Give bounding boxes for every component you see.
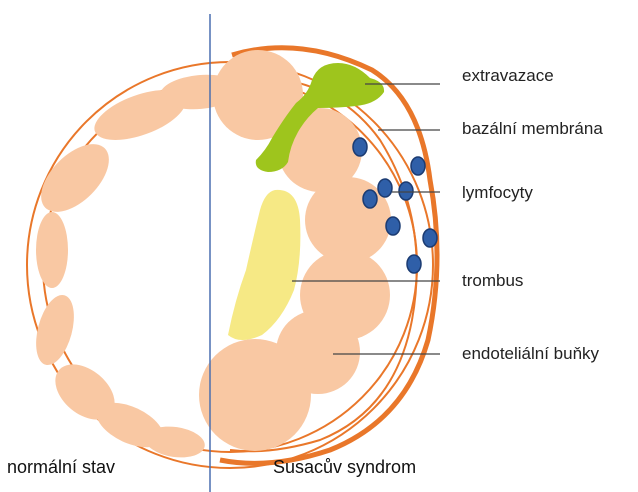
- thrombus: [228, 190, 300, 340]
- lymphocyte: [411, 157, 425, 175]
- endothelial-cell: [36, 212, 68, 288]
- caption-normal-state: normální stav: [7, 457, 115, 478]
- label-endothelial-cells: endoteliální buňky: [462, 344, 599, 364]
- label-basement-membrane: bazální membrána: [462, 119, 603, 139]
- lymphocyte: [378, 179, 392, 197]
- label-lymphocytes: lymfocyty: [462, 183, 533, 203]
- caption-susac-syndrome: Susacův syndrom: [273, 457, 416, 478]
- lymphocyte: [386, 217, 400, 235]
- lymphocyte: [423, 229, 437, 247]
- susac-vessel: [199, 48, 437, 464]
- lymphocyte: [407, 255, 421, 273]
- endothelial-cell: [199, 339, 311, 451]
- label-thrombus: trombus: [462, 271, 523, 291]
- lymphocyte: [363, 190, 377, 208]
- lymphocyte: [353, 138, 367, 156]
- endothelial-cell: [29, 132, 121, 224]
- lymphocyte: [399, 182, 413, 200]
- label-extravasation: extravazace: [462, 66, 554, 86]
